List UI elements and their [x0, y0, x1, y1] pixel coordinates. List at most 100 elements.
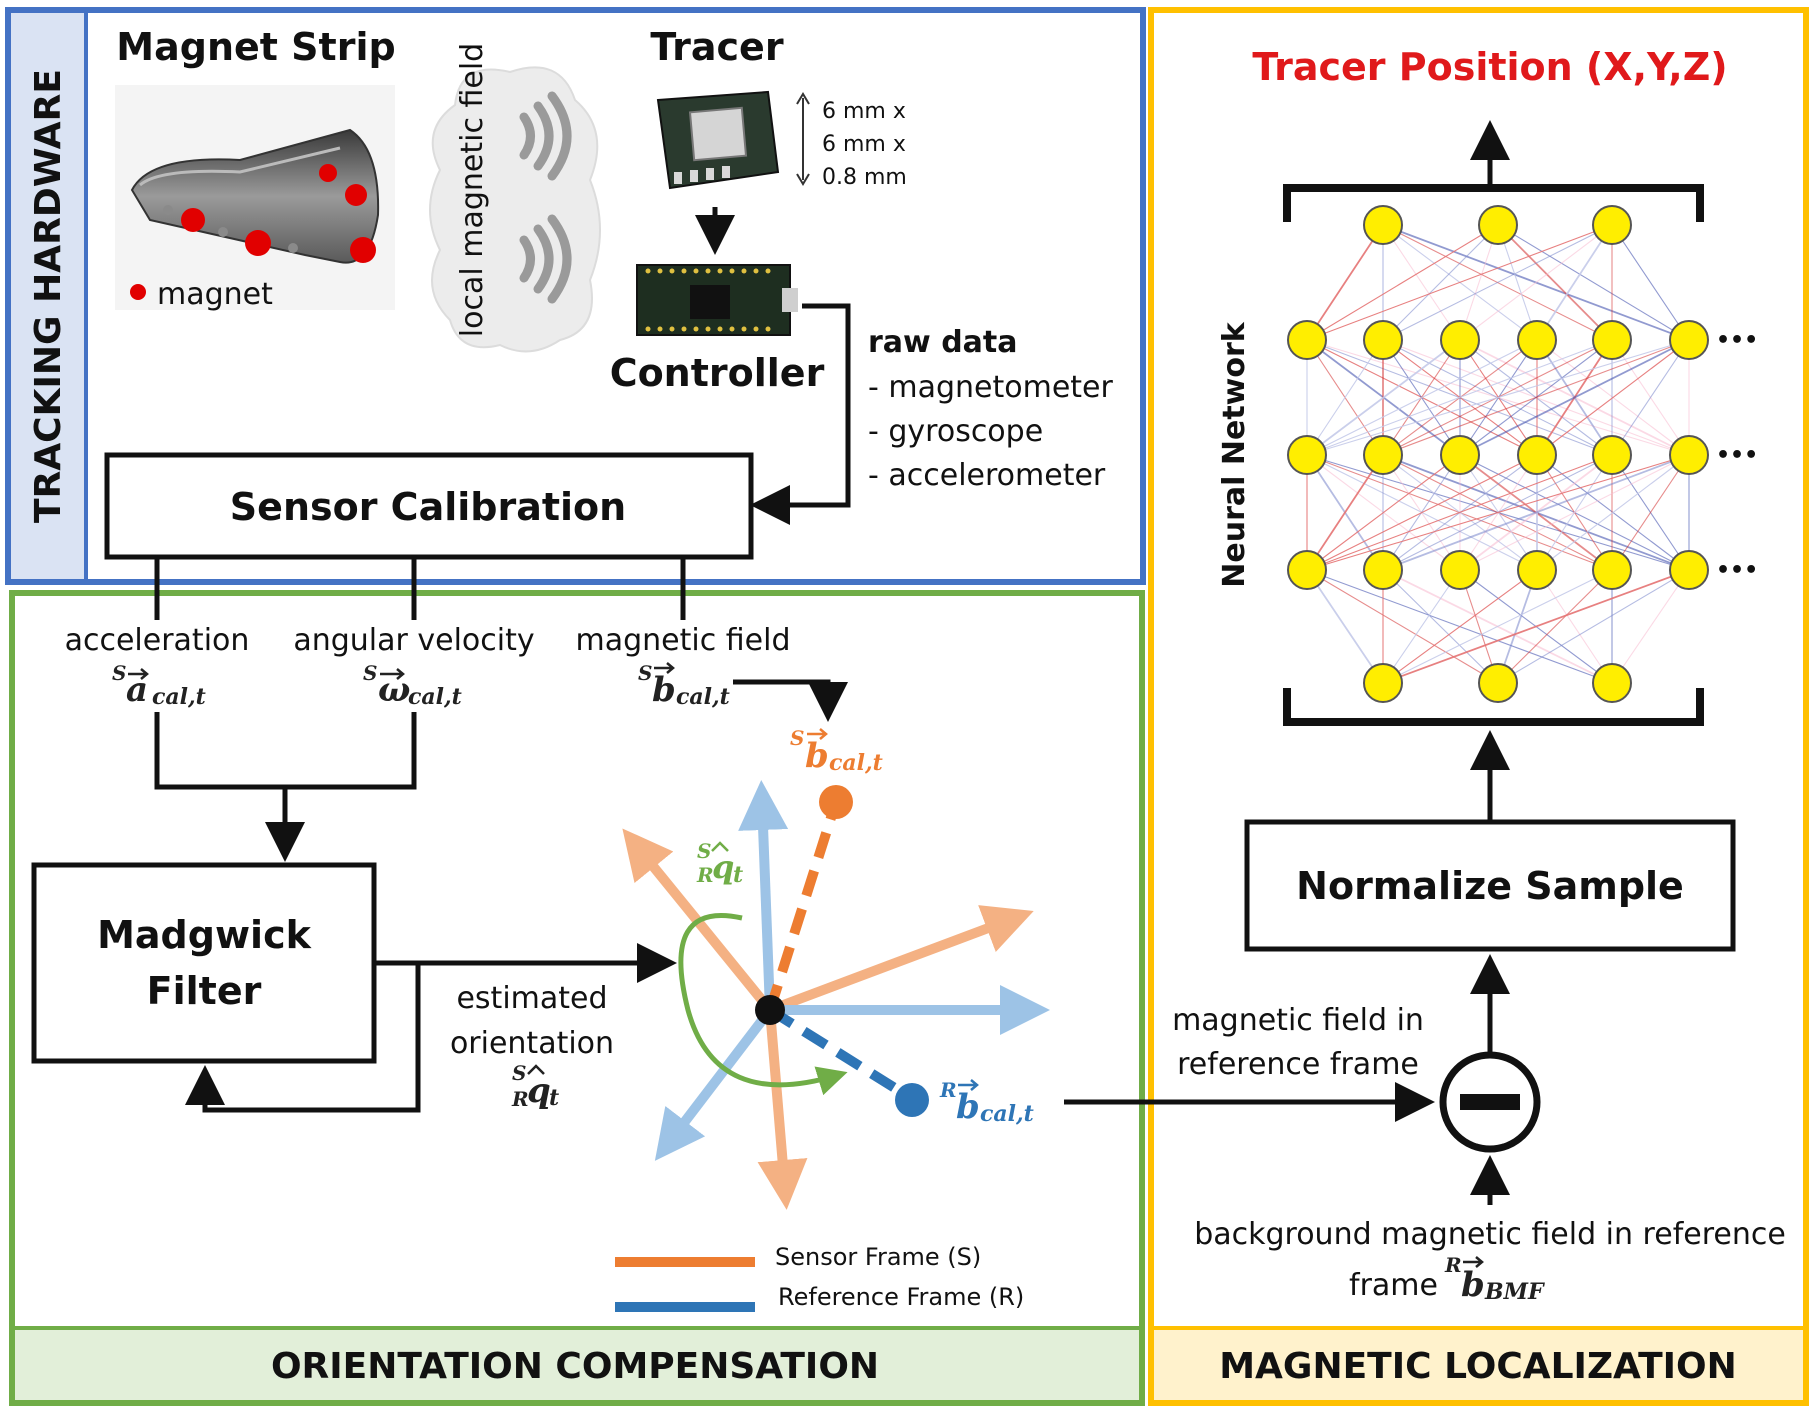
- svg-text:S: S: [638, 661, 652, 685]
- raw-data-item: - magnetometer: [868, 370, 1114, 405]
- network-connection: [1306, 454, 1461, 571]
- network-connection: [1459, 224, 1613, 341]
- angular-velocity-label: angular velocity: [293, 623, 534, 658]
- svg-text:S: S: [363, 661, 377, 685]
- magnet-dot: [319, 164, 337, 182]
- localization-frame: [1148, 7, 1809, 1406]
- svg-text:R: R: [511, 1087, 529, 1111]
- svg-text:q: q: [712, 848, 734, 886]
- localization-label-bar: [1154, 1330, 1803, 1400]
- raw-data-title: raw data: [868, 325, 1018, 360]
- svg-text:R: R: [939, 1078, 957, 1102]
- estimated-label-line1: estimated: [456, 981, 607, 1016]
- neuron: [1669, 550, 1709, 590]
- network-connection: [1382, 569, 1690, 684]
- reference-b-marker: [895, 1083, 929, 1117]
- network-connection: [1382, 224, 1613, 341]
- network-connection: [1459, 339, 1690, 456]
- svg-text:S: S: [697, 839, 711, 863]
- neuron: [1592, 320, 1632, 360]
- orientation-compensation-label: ORIENTATION COMPENSATION: [271, 1346, 879, 1387]
- network-connection: [1382, 454, 1690, 571]
- magnet-legend-label: magnet: [157, 277, 273, 312]
- neuron: [1287, 550, 1327, 590]
- neuron: [1440, 320, 1480, 360]
- svg-text:cal,t: cal,t: [829, 750, 883, 776]
- network-top-bracket: [1283, 184, 1704, 222]
- svg-text:a: a: [126, 670, 148, 710]
- tracking-hardware-label: TRACKING HARDWARE: [28, 69, 69, 523]
- svg-text:b: b: [956, 1087, 980, 1127]
- sensor-axis: [768, 905, 1034, 1015]
- network-neurons: [1287, 205, 1709, 703]
- tracer-chip-image: [656, 90, 780, 190]
- network-connection: [1536, 339, 1690, 456]
- network-connection: [1306, 454, 1613, 571]
- network-connection: [1382, 224, 1499, 341]
- magnetic-field-label: magnetic field: [576, 623, 791, 658]
- network-connection: [1459, 454, 1690, 571]
- reference-field-label-line2: reference frame: [1177, 1047, 1419, 1082]
- svg-text:b: b: [805, 736, 829, 776]
- svg-text:cal,t: cal,t: [152, 684, 206, 710]
- svg-text:S: S: [512, 1061, 526, 1085]
- neuron: [1592, 205, 1632, 245]
- madgwick-feedback-arrow: [185, 963, 421, 1113]
- network-connection: [1306, 224, 1384, 341]
- svg-text:S: S: [790, 726, 804, 750]
- controller-to-calibration-arrow: [750, 303, 851, 525]
- neuron: [1592, 663, 1632, 703]
- tracer-dim-2: 6 mm x: [822, 132, 906, 157]
- magnetic-field-symbol: S b cal,t: [638, 661, 730, 710]
- network-connection: [1382, 569, 1613, 684]
- neuron: [1517, 435, 1557, 475]
- magnet-dot: [181, 208, 205, 232]
- network-connection: [1497, 224, 1538, 341]
- sensor-calibration-label: Sensor Calibration: [230, 485, 626, 529]
- magnetic-localization-section: MAGNETIC LOCALIZATION: [1148, 7, 1809, 1406]
- neuron: [1592, 435, 1632, 475]
- normalize-sample-label: Normalize Sample: [1296, 864, 1684, 908]
- svg-text:cal,t: cal,t: [408, 684, 462, 710]
- network-connection: [1306, 339, 1384, 456]
- madgwick-filter-box: [31, 862, 377, 1064]
- neuron: [1287, 320, 1327, 360]
- svg-text:t: t: [549, 1085, 559, 1111]
- network-connection: [1459, 224, 1499, 341]
- tracking-hardware-label-bar: [11, 13, 86, 579]
- network-connection: [1497, 569, 1690, 684]
- tracer-dim-1: 6 mm x: [822, 99, 906, 124]
- svg-text:q: q: [527, 1071, 551, 1111]
- network-connection: [1497, 569, 1613, 684]
- network-connection: [1536, 569, 1613, 684]
- network-connection: [1306, 454, 1690, 571]
- network-connection: [1306, 569, 1384, 684]
- neuron: [1363, 320, 1403, 360]
- reference-b-symbol: R b cal,t: [939, 1078, 1034, 1127]
- magnet-dot: [345, 184, 367, 206]
- sensor-axis: [757, 1009, 808, 1210]
- svg-text:cal,t: cal,t: [676, 684, 730, 710]
- orientation-label-bar: [15, 1330, 1139, 1400]
- neuron: [1363, 550, 1403, 590]
- network-connection: [1306, 454, 1538, 571]
- neuron: [1363, 663, 1403, 703]
- svg-text:ω: ω: [378, 670, 410, 710]
- raw-data-item: - accelerometer: [868, 458, 1106, 493]
- tracer-dim-3: 0.8 mm: [822, 165, 907, 190]
- neuron: [1440, 550, 1480, 590]
- reference-field-label-line1: magnetic field in: [1172, 1003, 1424, 1038]
- neuron: [1478, 205, 1518, 245]
- neural-network-label: Neural Network: [1217, 321, 1252, 587]
- quaternion-rotation-arc: [678, 912, 848, 1096]
- magnet-dot: [350, 237, 376, 263]
- frame-quaternion-symbol: S R q t: [696, 839, 743, 888]
- raw-data-item: - gyroscope: [868, 414, 1043, 449]
- sensor-calibration-box: [104, 452, 754, 560]
- layer-ellipsis: •••: [1716, 558, 1758, 583]
- background-field-label-line1: background magnetic field in reference: [1194, 1217, 1786, 1252]
- neuron: [1287, 435, 1327, 475]
- magnet-legend-dot: [130, 284, 146, 300]
- controller-board-image: [636, 264, 798, 336]
